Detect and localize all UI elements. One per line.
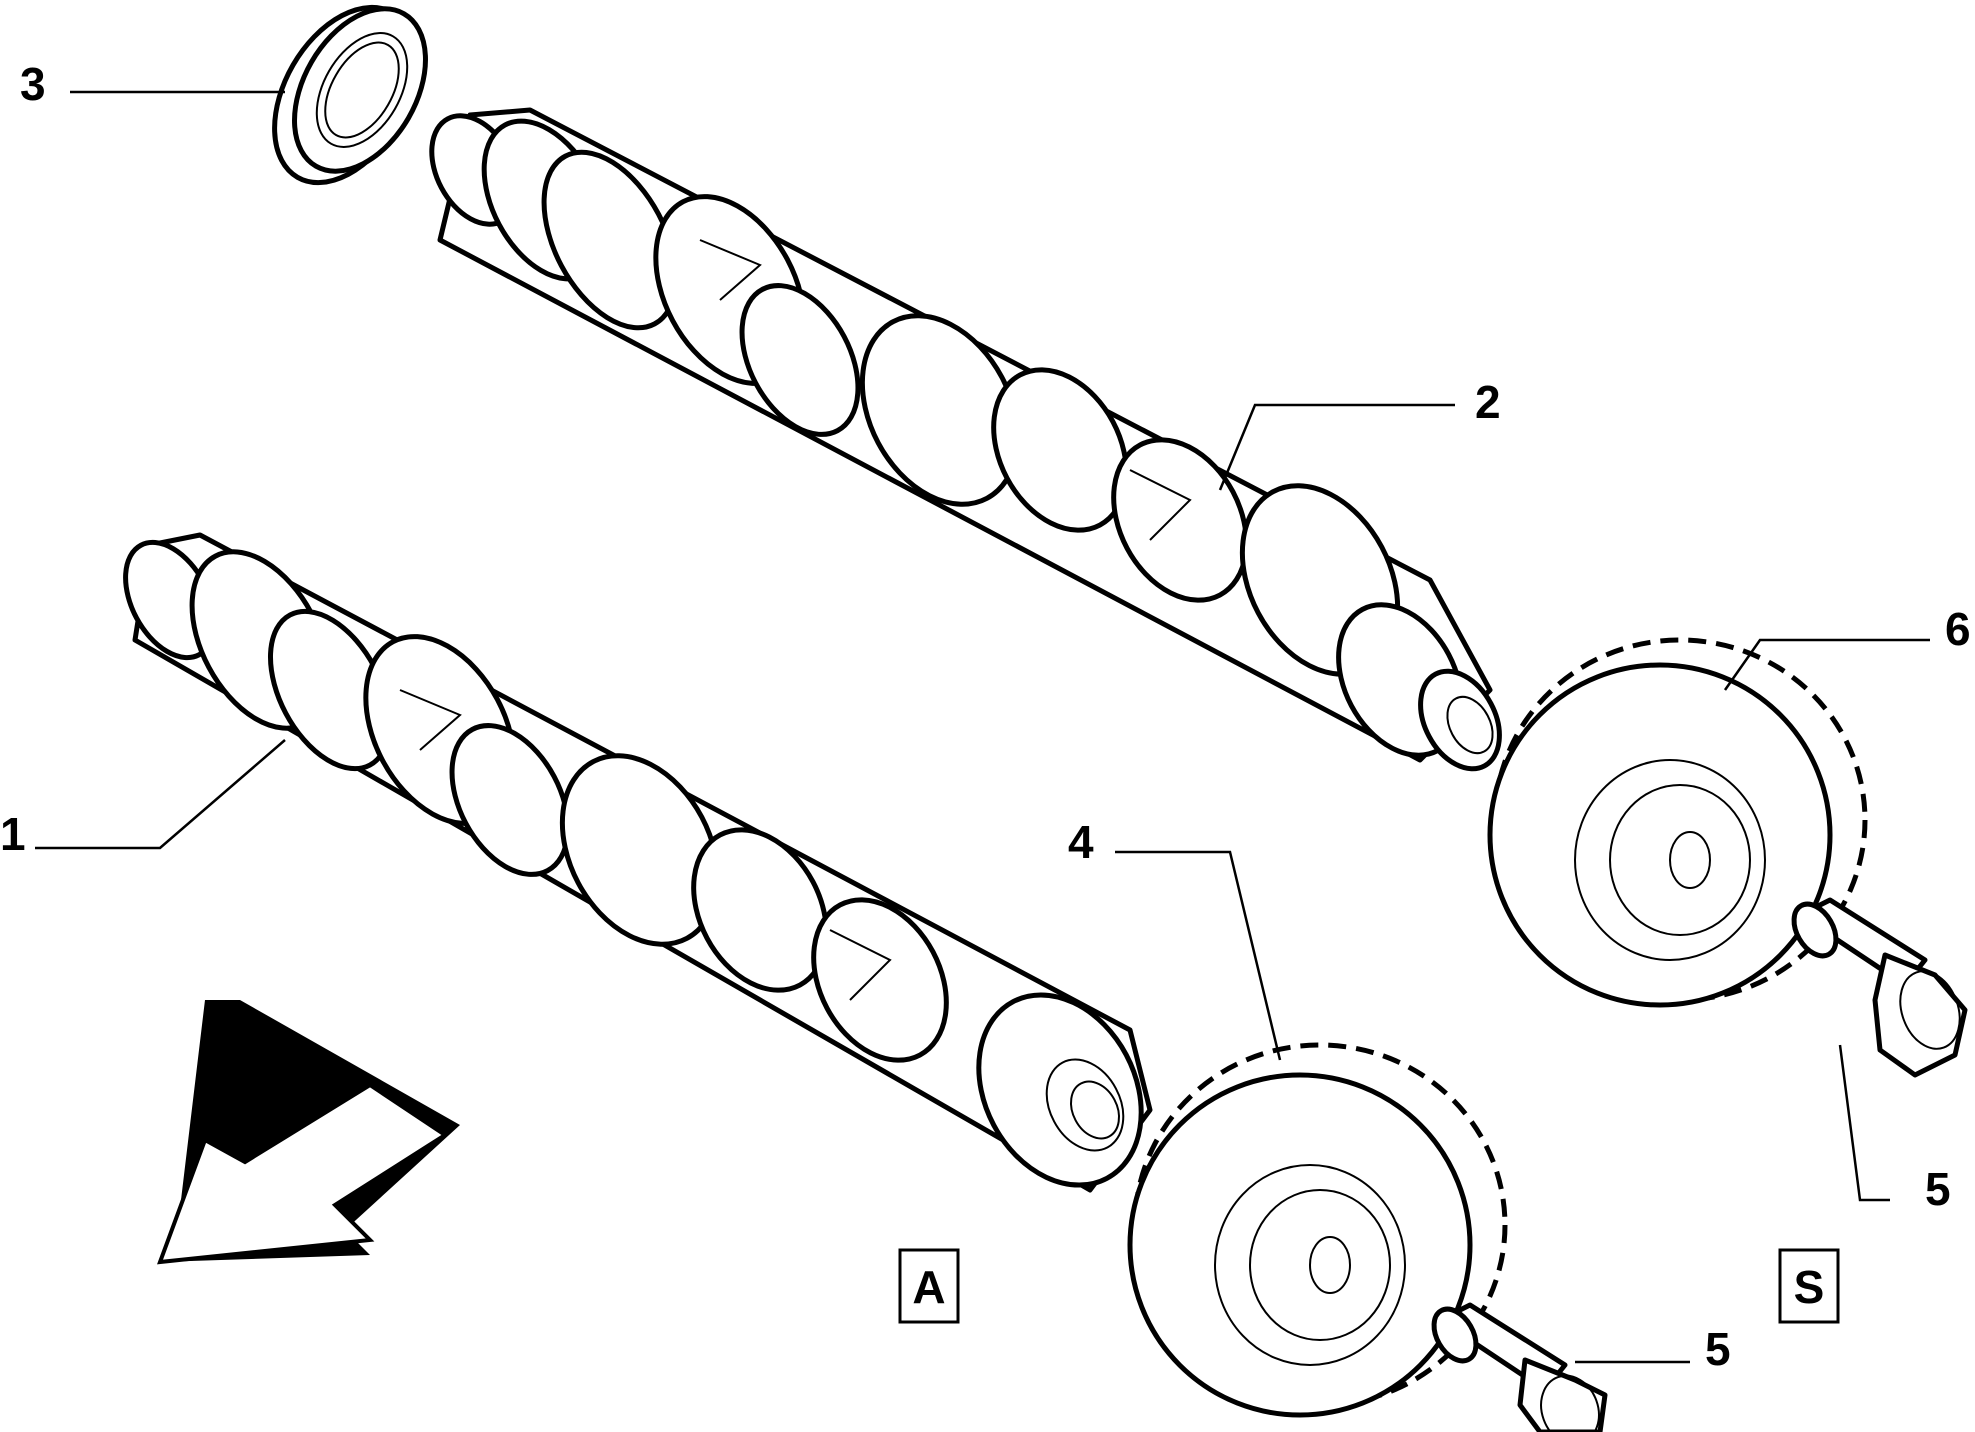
bolt-lower	[1431, 1302, 1608, 1432]
box-label-s: S	[1778, 1248, 1840, 1324]
box-label-a: A	[898, 1248, 960, 1324]
gear-lower	[1127, 1042, 1508, 1418]
callout-4: 4	[1068, 816, 1094, 868]
callout-3: 3	[20, 58, 46, 110]
callout-1: 1	[0, 808, 26, 860]
oil-seal	[272, 4, 428, 186]
arrow-down-left-icon	[157, 1000, 460, 1265]
callout-5-upper: 5	[1925, 1163, 1951, 1215]
callout-5-lower: 5	[1705, 1323, 1731, 1375]
camshaft-lower	[123, 532, 1153, 1193]
svg-text:A: A	[912, 1261, 945, 1313]
leader-lines	[35, 90, 1930, 1364]
camshaft-upper	[429, 107, 1502, 772]
gear-upper	[1487, 637, 1868, 1008]
bolt-upper	[1791, 897, 1968, 1078]
callout-6: 6	[1945, 603, 1971, 655]
svg-text:S: S	[1794, 1261, 1825, 1313]
callout-2: 2	[1475, 376, 1501, 428]
